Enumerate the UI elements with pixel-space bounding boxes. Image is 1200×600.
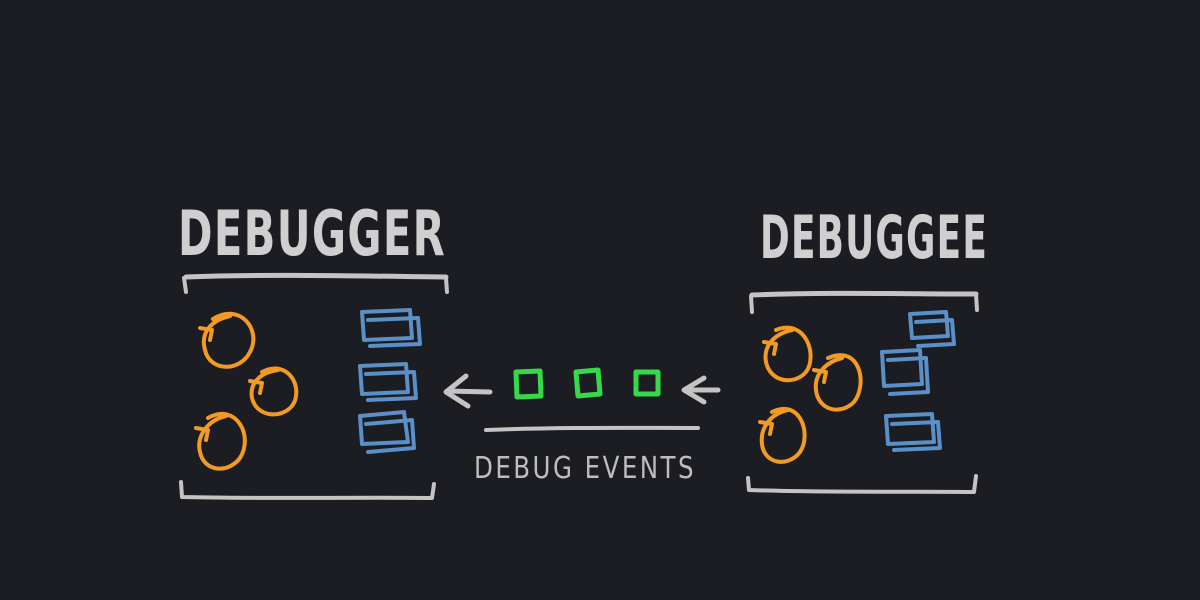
debuggee-box-tl	[749, 294, 754, 314]
debuggee-box-bottom	[746, 474, 978, 494]
debuggee-box-tr	[974, 292, 979, 312]
debugger-box-bottom	[179, 480, 436, 500]
debuggee-title: DEBUGGEE	[760, 203, 988, 273]
channel-label: DEBUG EVENTS	[474, 451, 696, 486]
debugger-thread	[194, 411, 247, 471]
debug-event	[633, 369, 661, 397]
debugger-thread	[248, 366, 299, 417]
debugger-stack	[358, 362, 418, 402]
debuggee-thread	[812, 353, 863, 412]
debugger-thread	[198, 311, 256, 369]
debugger-panel: DEBUGGER	[178, 197, 449, 500]
debuggee-stack	[908, 310, 956, 348]
debuggee-thread	[762, 325, 813, 383]
debugger-box-tl	[182, 276, 188, 294]
debugger-stack	[358, 410, 416, 454]
debugger-underline	[183, 272, 449, 280]
debuggee-stack	[880, 348, 930, 396]
debugger-box-tr	[444, 276, 449, 294]
debuggee-underline	[749, 290, 979, 298]
debuggee-panel: DEBUGGEE	[746, 203, 988, 494]
debuggee-stack	[884, 412, 942, 452]
debugger-stack	[360, 308, 422, 348]
debugger-title: DEBUGGER	[178, 197, 446, 270]
debug-event	[573, 367, 603, 399]
event-channel: DEBUG EVENTS	[443, 367, 721, 486]
debuggee-thread	[758, 407, 807, 464]
channel-line	[484, 425, 700, 432]
debug-event	[513, 368, 544, 400]
